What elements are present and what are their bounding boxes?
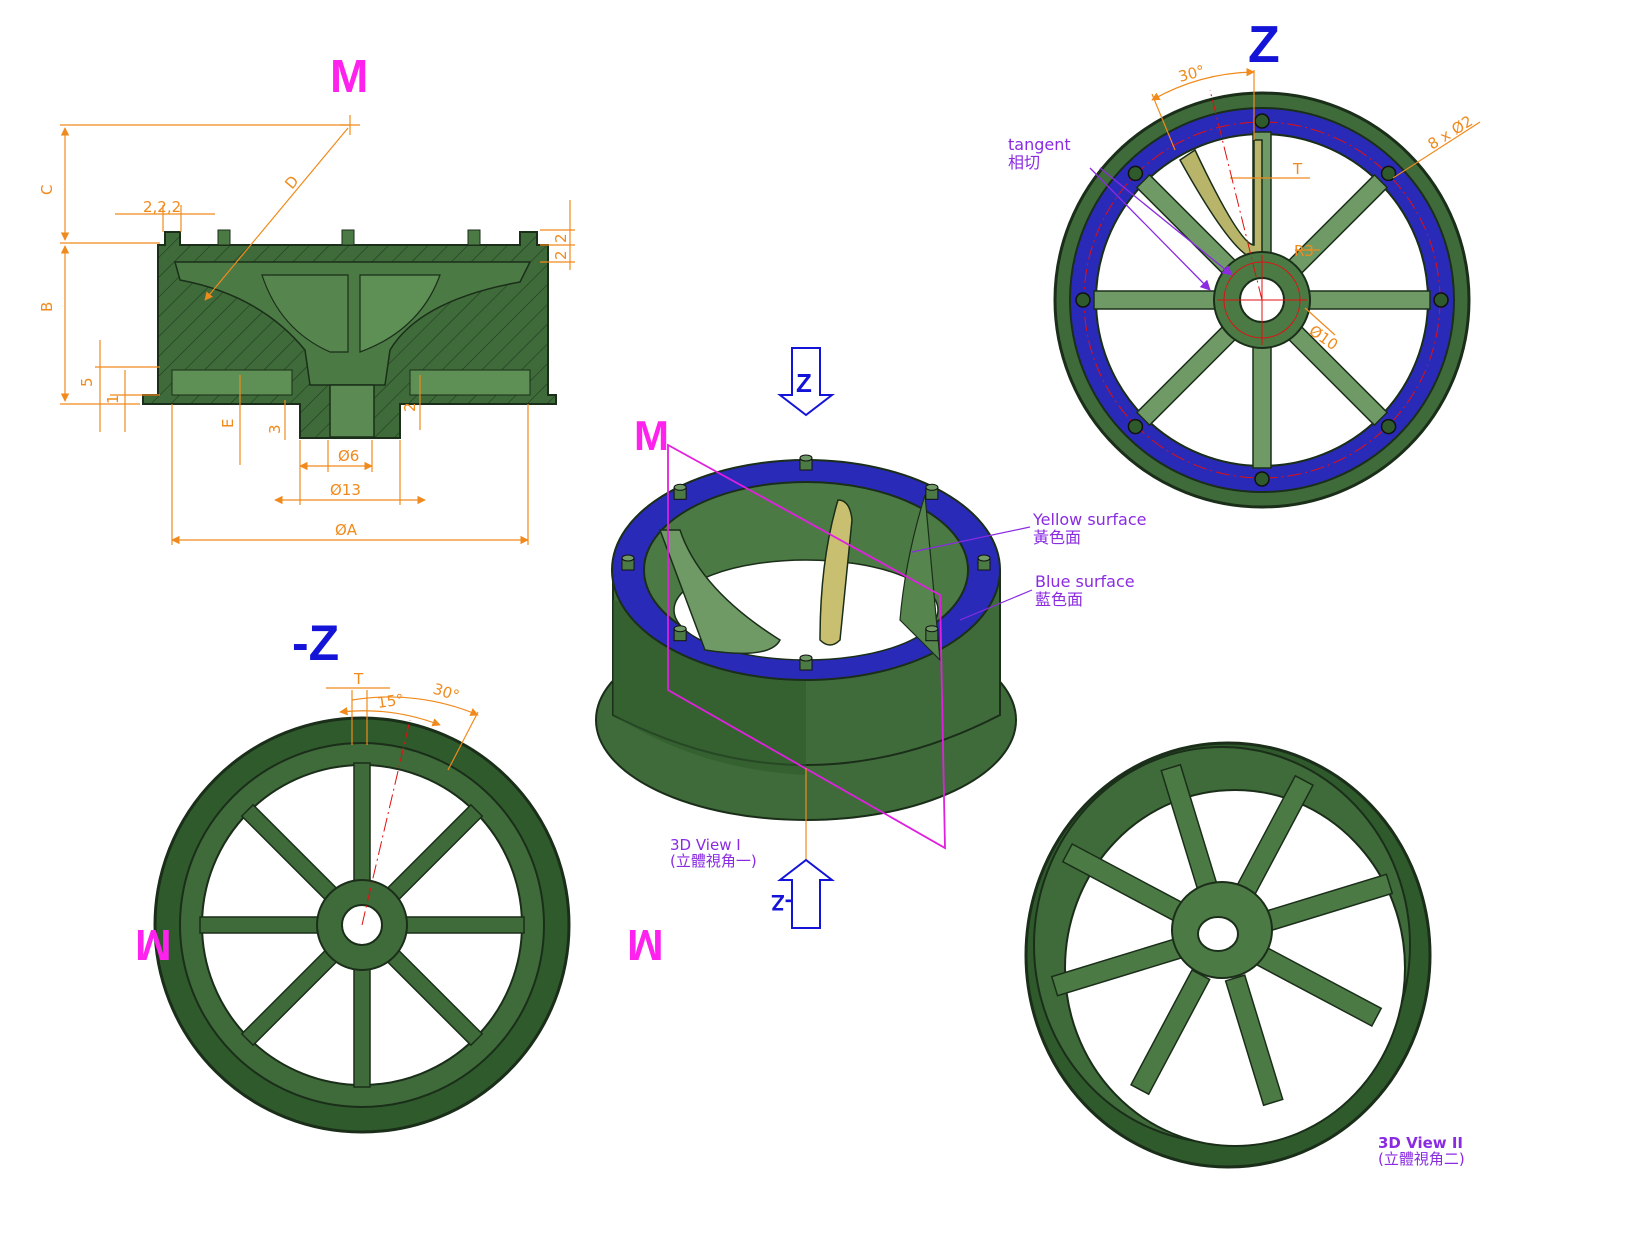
pin-top [925, 625, 939, 633]
section-pin [341, 229, 355, 246]
pin-top [621, 554, 635, 562]
view1-label-en: 3D View I [670, 836, 741, 854]
mount-hole [1380, 418, 1397, 435]
blue-surface-en: Blue surface [1035, 572, 1135, 591]
tangent-label-zh: 相切 [1008, 153, 1040, 172]
section-pin [467, 229, 481, 246]
3d-view-1 [595, 443, 1033, 860]
label-m-center: M [634, 412, 669, 459]
pin-top [799, 654, 813, 662]
section-vane [261, 274, 349, 353]
dim-holes: 8 x Ø2 [1425, 112, 1476, 153]
pin-top [799, 454, 813, 462]
top-view: 30° 8 x Ø2 T R3 Ø10 tangent 相切 [1008, 62, 1481, 509]
dim-15: 15° [376, 690, 405, 712]
spoke [353, 964, 371, 1088]
z-arrow-bottom-label: -Z [771, 890, 792, 915]
label-m-mirror-left: M [135, 920, 172, 969]
tangent-label-en: tangent [1008, 135, 1071, 154]
label-m-bottom-right: M [627, 920, 664, 969]
mount-hole [1254, 113, 1270, 129]
dim-2-top-a: 2 [552, 233, 570, 243]
section-bottom-lip-left [171, 369, 293, 396]
top-spokes [1093, 131, 1431, 469]
dim-2-2-2: 2,2,2 [143, 198, 181, 216]
dim-5: 5 [78, 377, 96, 387]
dim-dia13: Ø13 [330, 481, 361, 499]
mount-hole [1127, 165, 1144, 182]
view2-label-zh: (立體視角二) [1378, 1150, 1465, 1168]
pin-top [673, 483, 687, 491]
dim-30-top: 30° [1176, 62, 1206, 86]
section-view: C B D 5 1 E 3 2 2 2 2,2,2 Ø6 Ø13 ØA [38, 115, 575, 545]
dim-d: D [281, 172, 302, 192]
dim-t-bottom: T [353, 670, 364, 688]
dim-c: C [38, 185, 56, 195]
spoke [353, 762, 371, 886]
spoke [1301, 290, 1431, 310]
section-hub-bore [329, 384, 375, 438]
dim-2-top-b: 2 [552, 250, 570, 260]
iso-spokes [1050, 763, 1394, 1107]
label-z-top: Z [1248, 16, 1280, 74]
pin-top [673, 625, 687, 633]
mount-hole [1254, 471, 1270, 487]
view2-label-en: 3D View II [1378, 1134, 1463, 1152]
section-cavity [174, 261, 532, 386]
z-arrow-bottom: -Z [771, 858, 835, 929]
cut-plane-m [667, 443, 946, 850]
blue-surface-zh: 藍色面 [1035, 590, 1083, 609]
yellow-surface-zh: 黃色面 [1033, 528, 1081, 547]
pin-top [977, 554, 991, 562]
label-m-top: M [330, 50, 368, 102]
spoke [1224, 974, 1284, 1107]
dim-b: B [38, 302, 56, 312]
label-z-neg: -Z [292, 615, 339, 671]
dim-1: 1 [104, 394, 122, 404]
dim-e: E [219, 419, 237, 428]
section-bottom-lip-right [409, 369, 531, 396]
spoke [1129, 969, 1211, 1096]
top-holes [1075, 113, 1449, 487]
mount-hole [1127, 418, 1144, 435]
dim-diaA: ØA [335, 521, 358, 539]
3d-pins [621, 454, 991, 671]
dim-2-right: 2 [401, 402, 419, 412]
yellow-spoke [1179, 139, 1263, 259]
label-m-mirror-right: M [627, 920, 664, 969]
section-vane-2 [359, 274, 441, 353]
label-m-bottom-left: M [135, 920, 172, 969]
dim-r3: R3 [1294, 242, 1314, 260]
spoke [1252, 339, 1272, 469]
z-arrow-top-label: Z [796, 368, 812, 398]
view1-label-zh: (立體視角一) [670, 852, 757, 870]
dim-3: 3 [266, 424, 284, 434]
bottom-view: T 15° 30° [153, 670, 571, 1134]
spoke [1093, 290, 1223, 310]
dim-dia6: Ø6 [338, 447, 359, 465]
pin-top [925, 483, 939, 491]
mount-hole [1075, 292, 1091, 308]
mount-hole [1380, 165, 1397, 182]
3d-yellow-surface [819, 499, 853, 646]
yellow-surface-en: Yellow surface [1032, 510, 1146, 529]
spoke [401, 916, 525, 934]
section-pin [217, 229, 231, 246]
3d-view-2 [1024, 741, 1432, 1169]
mount-hole [1433, 292, 1449, 308]
dim-t-top: T [1292, 160, 1303, 178]
z-arrow-top: Z [777, 347, 835, 417]
spoke [199, 916, 323, 934]
